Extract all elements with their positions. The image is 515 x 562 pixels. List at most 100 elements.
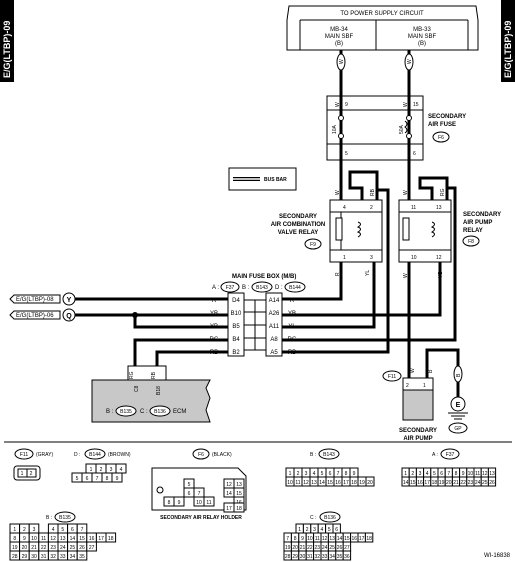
ref-08-letter: Y [67,297,72,304]
f37-pin: 14 [403,480,409,486]
b136-pin: 28 [285,554,291,560]
b144-pin: 9 [116,476,119,482]
b135-pin: 22 [41,545,47,551]
legend-f37-prefix: A : [432,452,438,458]
b136-pin: 25 [329,545,335,551]
legend-b136-code: B136 [324,515,336,521]
f37-pin: 17 [424,480,430,486]
b136-pin: 8 [294,536,297,542]
b135-pin: 30 [31,554,37,560]
mfb-pin-b5: B5 [232,324,240,330]
ecm-c-code: B136 [154,409,166,415]
legend-b144-note: (BROWN) [108,452,131,458]
relay-left-wire-w: W [335,190,341,195]
b143-pin: 16 [335,480,341,486]
relay-right-pin-10: 10 [411,255,417,261]
b135-pin: 10 [31,536,37,542]
f37-pin: 6 [440,471,443,477]
f37-pin: 11 [475,471,480,477]
legend-f11-cell-1: 1 [21,471,24,477]
b136-pin: 17 [359,536,365,542]
mfb-pin-b10: B10 [231,311,242,317]
relay-right-label-2: AIR PUMP [463,220,492,226]
power-title: TO POWER SUPPLY CIRCUIT [340,11,424,17]
f6-cell [233,502,245,513]
b144-pin: 7 [96,476,99,482]
f6-pin: 11 [206,500,211,506]
secondary-air-pump: F11 2 1 W B SECONDARY AIR PUMP [382,368,437,442]
b135-pin: 28 [12,554,18,560]
b135-pin: 13 [60,536,66,542]
f37-pin: 2 [411,471,414,477]
f37-pin: 23 [468,480,474,486]
legend-b135-prefix: B : [46,515,52,521]
ecm-wire-rg: RG [129,371,135,379]
b136-pin: 24 [322,545,328,551]
b136-pin: 35 [337,554,343,560]
f6-pin: 13 [236,482,242,488]
b135-pin: 19 [12,545,18,551]
f37-pin: 7 [447,471,450,477]
relay-left-label-3: VALVE RELAY [278,230,319,236]
f37-cell [487,476,497,487]
ecm-b-code: B135 [120,409,132,415]
pump-label-1: SECONDARY [399,428,437,434]
b143-pin: 9 [353,471,356,477]
relay-left-connector: F9 [310,242,316,248]
bus-bar-label: BUS BAR [264,177,287,183]
b135-pin: 27 [89,545,95,551]
ecm-b-prefix: B : [106,409,114,415]
relay-right-label-3: RELAY [463,228,483,234]
bus-bar-legend: BUS BAR [228,167,297,191]
fuse-pin-5: 5 [345,151,348,157]
f6-pin: 12 [226,482,232,488]
b144-pin: 6 [86,476,89,482]
b144-pin: 4 [120,467,123,473]
ground-code: GP [454,426,462,432]
fuse-pin-15: 15 [413,102,419,108]
b136-pin: 18 [366,536,372,542]
f37-pin: 18 [432,480,438,486]
pump-wire-w: W [410,368,416,373]
b136-pin: 21 [300,545,306,551]
b143-pin: 12 [303,480,309,486]
f37-pin: 26 [489,480,495,486]
f37-pin: 5 [433,471,436,477]
f6-pin: 6 [188,491,191,497]
b143-pin: 18 [351,480,357,486]
ref-08-text: E/G(LTBP)-08 [16,297,54,303]
f6-pin: 5 [188,482,191,488]
relay-left-wire-yl: YL [365,270,371,276]
secondary-air-fuse-box: 10A 50A 9 15 5 6 W W SECONDARY AIR FUSE … [326,95,466,200]
b136-pin: 13 [329,536,335,542]
legend-b144-code: B144 [89,452,101,458]
legend-f6-note: (BLACK) [212,452,232,458]
relay-left-pin-1: 1 [343,255,346,261]
b136-pin: 1 [298,527,301,533]
b136-pin: 7 [286,536,289,542]
b136-pin: 36 [344,554,350,560]
b136-pin: 2 [306,527,309,533]
b135-pin: 34 [70,554,76,560]
relay-left-label-2: AIR COMBINATION [271,222,326,228]
relay-left-pin-3: 3 [370,255,373,261]
b135-pin: 8 [13,536,16,542]
b136-pin: 27 [344,545,350,551]
b136-pin: 26 [337,545,343,551]
b135-pin: 5 [61,527,64,533]
fuse-pin-9: 9 [345,102,348,108]
power-right-2: MAIN SBF [408,34,437,40]
relay-right-wire-w-out: W [403,273,409,278]
b135-pin: 23 [50,545,56,551]
pump-pin-1: 1 [423,383,426,389]
b143-cell [365,476,375,487]
ground-gp: B E GP [448,365,468,434]
b135-pin: 17 [98,536,104,542]
relay-right-pin-12: 12 [436,255,442,261]
f37-pin: 19 [439,480,445,486]
b143-pin: 10 [287,480,293,486]
power-supply-box: TO POWER SUPPLY CIRCUIT MB-34 MAIN SBF (… [286,5,479,51]
